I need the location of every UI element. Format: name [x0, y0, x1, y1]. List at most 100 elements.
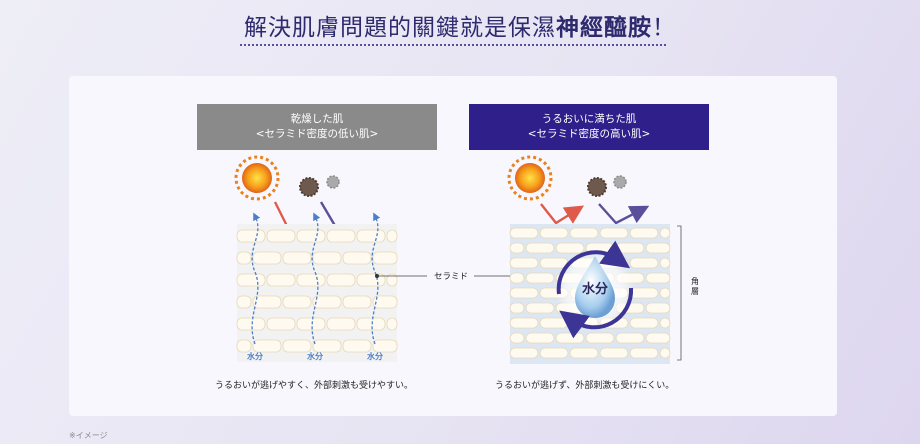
skin-cell	[326, 317, 356, 331]
dust-particle-icon-right	[587, 175, 627, 197]
skin-cell	[659, 347, 671, 359]
skin-cell	[356, 229, 386, 243]
moist-skin-subtitle: <セラミド密度の高い肌>	[527, 128, 651, 140]
skin-cell	[599, 227, 629, 239]
skin-cell	[509, 332, 525, 344]
skin-cell	[509, 227, 539, 239]
dry-skin-label: 乾燥した肌 <セラミド密度の低い肌>	[197, 104, 437, 150]
water-label-1: 水分	[246, 351, 263, 361]
skin-cell	[252, 295, 282, 309]
skin-cell	[509, 272, 525, 284]
skin-cell	[386, 229, 398, 243]
skin-cell	[386, 317, 398, 331]
skin-cell	[599, 347, 629, 359]
skin-cell	[509, 287, 539, 299]
skin-cell	[386, 273, 398, 287]
ceramide-label: セラミド	[434, 272, 468, 282]
skin-cell	[555, 332, 585, 344]
stratum-corneum-label: 角層	[691, 276, 699, 296]
dry-skin-title: 乾燥した肌	[290, 113, 344, 125]
skin-cell	[659, 287, 671, 299]
headline-underline	[240, 44, 666, 46]
skin-cell	[509, 302, 525, 314]
skin-cell	[282, 295, 312, 309]
skin-cell	[525, 272, 555, 284]
skin-cell	[372, 251, 398, 265]
dry-skin-caption: うるおいが逃げやすく、外部刺激も受けやすい。	[215, 381, 414, 391]
skin-cell	[296, 273, 326, 287]
irritant-deflect-arrow-icon	[598, 203, 650, 225]
moist-skin-title: うるおいに満ちた肌	[541, 113, 637, 125]
skin-cell	[342, 251, 372, 265]
water-label-3: 水分	[366, 351, 383, 361]
skin-cell	[629, 257, 659, 269]
skin-cell	[569, 227, 599, 239]
dry-skin-subtitle: <セラミド密度の低い肌>	[255, 128, 379, 140]
skin-cell	[312, 295, 342, 309]
skin-cell	[236, 229, 266, 243]
skin-cell	[509, 257, 539, 269]
skin-cell	[356, 317, 386, 331]
skin-cell	[555, 242, 585, 254]
skin-cell	[659, 257, 671, 269]
skin-cell	[342, 295, 372, 309]
skin-cell	[539, 227, 569, 239]
skin-cell	[282, 251, 312, 265]
skin-cell	[236, 251, 252, 265]
skin-cell	[312, 339, 342, 353]
skin-cell	[585, 332, 615, 344]
skin-cell	[645, 302, 671, 314]
skin-cell	[342, 339, 372, 353]
moist-skin-label: うるおいに満ちた肌 <セラミド密度の高い肌>	[469, 104, 709, 150]
skin-cell	[252, 251, 282, 265]
skin-cell	[266, 317, 296, 331]
skin-cell	[296, 229, 326, 243]
skin-cell	[236, 273, 266, 287]
skin-cell	[266, 229, 296, 243]
skin-cell	[509, 317, 539, 329]
skin-cell	[326, 273, 356, 287]
skin-cell	[296, 317, 326, 331]
moisture-label: 水分	[582, 281, 608, 297]
sun-icon-left	[234, 155, 280, 201]
skin-illustration: 水分 水分 水分 セラミド	[234, 155, 699, 364]
skin-cell	[236, 339, 252, 353]
skin-cell	[282, 339, 312, 353]
skin-cell	[372, 339, 398, 353]
skin-cell	[645, 332, 671, 344]
moisture-retention-icon	[555, 240, 635, 339]
skin-cell	[312, 251, 342, 265]
moist-skin-caption: うるおいが逃げず、外部刺激も受けにくい。	[495, 381, 675, 391]
skin-cell	[629, 227, 659, 239]
footnote: ※イメージ	[69, 431, 108, 440]
stratum-bracket	[677, 225, 682, 361]
escaping-moisture-icon	[251, 212, 381, 345]
skin-cell	[525, 242, 555, 254]
skin-cell	[236, 295, 252, 309]
headline-text: 解決肌膚問題的關鍵就是保濕	[244, 15, 556, 41]
skin-cell	[659, 317, 671, 329]
headline-mark: ！	[652, 15, 676, 41]
skin-cell	[539, 317, 569, 329]
skin-cell	[372, 295, 398, 309]
comparison-panel: 乾燥した肌 <セラミド密度の低い肌> うるおいに満ちた肌 <セラミド密度の高い肌…	[69, 76, 837, 416]
sun-icon-right	[507, 155, 553, 201]
skin-cell	[525, 302, 555, 314]
skin-cell	[629, 317, 659, 329]
skin-cell	[326, 229, 356, 243]
skin-cell	[509, 347, 539, 359]
skin-cell	[645, 272, 671, 284]
skin-cell	[645, 242, 671, 254]
headline: 解決肌膚問題的關鍵就是保濕神經醯胺！	[0, 8, 920, 42]
water-label-2: 水分	[306, 351, 323, 361]
dry-skin-cells	[236, 229, 398, 353]
uv-deflect-arrow-icon	[540, 203, 585, 225]
skin-cell	[509, 242, 525, 254]
headline-highlight: 神經醯胺	[556, 15, 652, 41]
skin-cell	[615, 332, 645, 344]
skin-cell	[629, 347, 659, 359]
skin-cell	[539, 347, 569, 359]
dust-particle-icon-left	[299, 175, 340, 197]
skin-cell	[266, 273, 296, 287]
skin-cell	[569, 347, 599, 359]
